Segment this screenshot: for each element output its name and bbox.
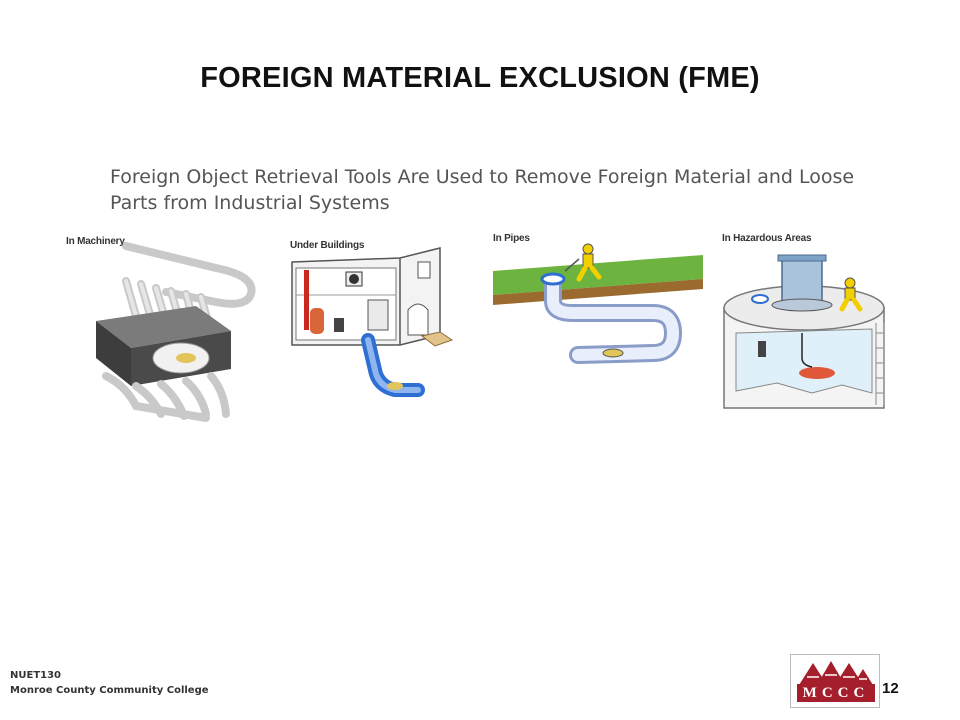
panel-label: In Hazardous Areas bbox=[722, 233, 812, 244]
slide-subtitle: Foreign Object Retrieval Tools Are Used … bbox=[110, 166, 855, 214]
machinery-illustration bbox=[96, 242, 256, 422]
logo-text: MCCC bbox=[797, 684, 875, 702]
panel-label: In Machinery bbox=[66, 236, 125, 247]
footer-course-code: NUET130 bbox=[10, 670, 62, 681]
pipes-illustration bbox=[493, 243, 703, 364]
mccc-logo: MCCC bbox=[790, 654, 880, 708]
slide-title: FOREIGN MATERIAL EXCLUSION (FME) bbox=[200, 62, 760, 94]
building-illustration bbox=[291, 247, 454, 397]
panel-under-buildings: Under Buildings bbox=[290, 240, 465, 405]
panel-in-hazardous-areas: In Hazardous Areas bbox=[722, 233, 892, 413]
panel-in-machinery: In Machinery bbox=[66, 236, 271, 426]
tank-illustration bbox=[723, 254, 885, 409]
page-number: 12 bbox=[882, 680, 899, 697]
panel-in-pipes: In Pipes bbox=[493, 233, 703, 383]
footer-college-name: Monroe County Community College bbox=[10, 685, 209, 696]
panel-label: In Pipes bbox=[493, 233, 530, 244]
panel-label: Under Buildings bbox=[290, 240, 365, 251]
logo-peaks-icon bbox=[799, 661, 873, 685]
